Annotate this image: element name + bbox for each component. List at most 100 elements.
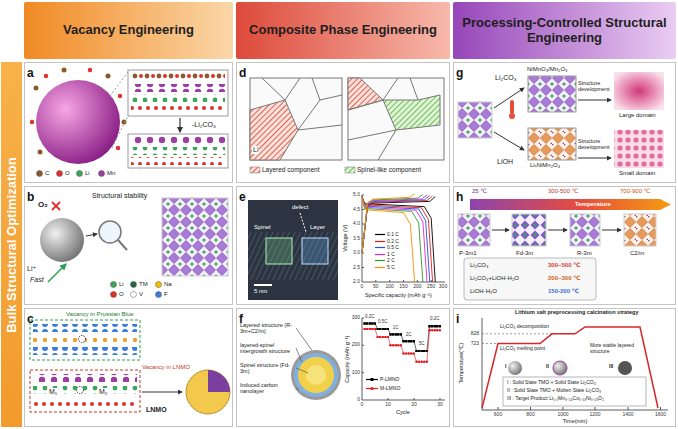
transition-arrow — [548, 230, 567, 231]
chart-axes — [362, 318, 445, 400]
stage-particle — [618, 361, 632, 375]
grain-map — [348, 78, 444, 160]
panel-letter: h — [454, 190, 463, 204]
panel-frame: i — [453, 308, 676, 427]
residue-dot — [88, 68, 92, 72]
clean-inset — [128, 134, 228, 168]
axis-tick: 0 — [357, 397, 360, 403]
panel-frame: b — [24, 186, 233, 305]
annotation-label: Li₂CO₃ — [495, 74, 517, 82]
axis-tick: 2.0 — [353, 279, 360, 285]
particle-sphere — [40, 218, 84, 262]
annotation-label: II : Solid State TMO + Molten State Li₂C… — [507, 388, 601, 394]
atom-row — [131, 94, 225, 102]
leader-line — [296, 328, 312, 390]
structure-label: Layered structure (R-3m+C2/m) — [240, 322, 292, 335]
residue-dot — [30, 120, 34, 124]
legend-item: Li — [76, 170, 90, 177]
salt-table — [464, 258, 596, 300]
legend-text: 0.2 C — [387, 239, 399, 245]
atom-row — [131, 137, 225, 145]
residue-dot — [38, 150, 43, 155]
chart-axes — [362, 195, 445, 282]
crystal-structure — [162, 198, 228, 276]
residue-dot — [116, 146, 120, 150]
legend-text: O — [119, 291, 124, 298]
column-header: Composite Phase Engineering — [236, 2, 450, 59]
residue-dot — [106, 74, 111, 79]
axis-title: Capacity (mAh g⁻¹) — [345, 335, 351, 382]
legend-text: Li — [85, 170, 90, 177]
legend-swatch — [366, 377, 378, 382]
axis-tick: 300 — [352, 315, 360, 321]
legend-swatch — [375, 265, 385, 270]
annotation-label: Vacancy in LNMO — [142, 364, 190, 371]
legend-swatch — [76, 170, 83, 177]
swatch-dot — [111, 292, 117, 298]
annotation-label: LNMO — [146, 406, 167, 414]
legend-text: O — [65, 170, 70, 177]
legend-hatch — [250, 167, 260, 173]
grain-boundary — [348, 78, 418, 160]
route-arrow — [494, 132, 524, 150]
thermometer — [509, 113, 515, 119]
layered-core — [298, 357, 334, 393]
annotation-label: -Li₂CO₃ — [192, 121, 216, 129]
legend-item: O — [110, 291, 124, 298]
thermometer — [510, 100, 514, 114]
dashed-frame — [30, 320, 140, 360]
annotation-label: Structural stability — [92, 192, 147, 200]
heating-profile — [482, 327, 658, 408]
legend-swatch — [155, 291, 162, 298]
transition-arrow — [602, 230, 621, 231]
structure-label: C2/m — [630, 250, 644, 257]
swatch-line — [375, 234, 385, 235]
axis-tick: 3.5 — [353, 236, 360, 242]
swatch-dot — [99, 171, 105, 177]
swatch-line — [366, 379, 378, 380]
axis-tick: 30 — [437, 402, 443, 408]
stage-particle — [553, 361, 567, 375]
swatch-dot — [57, 171, 63, 177]
dashed-frame — [30, 370, 140, 412]
legend-item: F — [155, 291, 168, 298]
panel-f-artwork — [291, 318, 445, 400]
header-title: Composite Phase Engineering — [249, 23, 437, 38]
legend-item: 2 C — [375, 258, 395, 264]
ion-arrow — [48, 264, 66, 282]
annotation-label: I : Solid State TMO + Solid State Li₂CO₃ — [507, 380, 596, 386]
legend-item: 1 C — [375, 252, 395, 258]
domain-map — [614, 130, 664, 168]
panel-letter: g — [454, 66, 463, 80]
legend-swatch — [375, 258, 385, 263]
atom-row — [131, 104, 225, 112]
swatch-marker — [371, 378, 374, 381]
legend-text: C — [45, 170, 49, 177]
structure-label: NiMnO₃/Mn₂O₃ — [527, 66, 568, 73]
rate-series — [365, 329, 440, 362]
rate-label: 1C — [393, 325, 399, 330]
legend-item: Mn — [98, 170, 115, 177]
axis-tick: 20 — [411, 402, 417, 408]
axis-title: Specific capacity (mAh g⁻¹) — [365, 292, 432, 298]
panel-letter: a — [25, 66, 34, 80]
legend-text: Mn — [107, 170, 115, 177]
annotation-label: 300-500 ℃ — [548, 188, 578, 195]
axis-tick: 0 — [361, 284, 364, 290]
panel-letter: i — [454, 312, 459, 326]
structure-label: P-3m1 — [459, 250, 477, 257]
stage-legend-box — [503, 377, 646, 406]
axis-tick: 1000 — [557, 412, 568, 418]
discharge-curve — [362, 197, 433, 283]
atom-row — [33, 347, 137, 355]
vacancy-site — [79, 336, 86, 343]
cut-section — [208, 370, 230, 392]
legend-item: 5 C — [375, 265, 395, 271]
legend-text: TM — [139, 281, 148, 288]
discharge-curve — [362, 197, 430, 283]
panel-h-artwork — [458, 199, 671, 300]
panel-frame: h — [453, 186, 676, 305]
annotation-label: LiOH·H₂O — [470, 288, 497, 295]
annotation-label: Structure development — [578, 80, 612, 93]
